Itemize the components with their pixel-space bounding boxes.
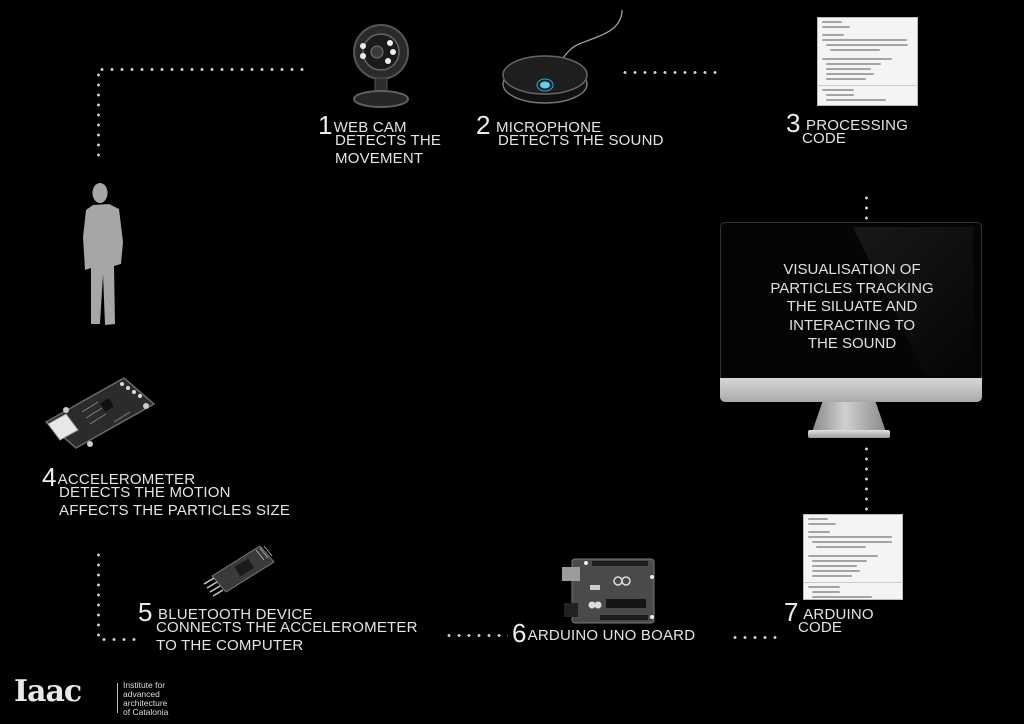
microphone-icon [502,9,623,104]
logo-divider [117,683,118,713]
step-4-line-1: DETECTS THE MOTION [59,483,231,501]
step-5-label: 5 BLUETOOTH DEVICE CONNECTS THE ACCELERO… [138,599,418,656]
arduino-code-screenshot [803,514,903,600]
logo-text-line: of Catalonia [123,707,169,717]
step-5-number: 5 [138,597,153,627]
bluetooth-module-icon [203,545,275,597]
monitor-screen: VISUALISATION OF PARTICLES TRACKING THE … [720,222,982,380]
monitor-caption-line: THE SILUATE AND [786,298,918,315]
step-7-number: 7 [784,597,799,627]
step-1-number: 1 [318,110,333,140]
accelerometer-board-icon [44,377,156,449]
connector-person-to-webcam-v [97,70,100,158]
step-3-line-1: CODE [802,129,847,147]
monitor-caption-line: VISUALISATION OF [783,261,921,278]
connector-accelerometer-to-bluetooth-h [99,638,141,641]
step-3-title: PROCESSING [806,117,909,134]
step-2-title: MICROPHONE [496,119,602,136]
step-2-label: 2 MICROPHONE DETECTS THE SOUND [476,112,664,150]
logo-text-line: Institute for [123,680,166,690]
connector-accelerometer-to-bluetooth-v [97,550,100,640]
logo-text-line: architecture [123,698,168,708]
step-7-label: 7 ARDUINO CODE [784,599,874,637]
step-1-title: WEB CAM [333,119,407,136]
step-7-line-1: CODE [798,618,843,636]
connector-person-to-webcam-h [97,68,307,71]
processing-code-screenshot [817,17,918,106]
connector-bluetooth-to-arduino [444,634,508,637]
step-1-label: 1WEB CAM DETECTS THE MOVEMENT [318,112,442,169]
monitor-display: VISUALISATION OF PARTICLES TRACKING THE … [720,222,982,402]
connector-code-to-monitor [865,193,868,223]
iaac-logo: Iaac [14,674,82,709]
step-6-label: 6ARDUINO UNO BOARD [512,620,696,646]
step-7-title: ARDUINO [803,606,874,623]
monitor-caption-line: PARTICLES TRACKING [770,279,934,297]
webcam-icon [353,24,409,108]
step-3-label: 3 PROCESSING CODE [786,110,909,148]
monitor-caption-line: INTERACTING TO [788,316,916,334]
monitor-chin [720,378,982,402]
person-silhouette-icon [83,183,123,325]
step-4-label: 4ACCELEROMETER DETECTS THE MOTION AFFECT… [42,464,291,521]
arduino-uno-board-icon [562,558,655,624]
step-1-line-2: MOVEMENT [335,150,424,167]
step-4-number: 4 [42,462,57,492]
step-2-line-1: DETECTS THE SOUND [498,131,664,149]
step-6-title: ARDUINO UNO BOARD [527,627,696,644]
connector-monitor-to-arduino-code [865,444,868,514]
logo-text-line: advanced [123,689,160,699]
monitor-stand-base [808,430,890,438]
step-3-number: 3 [786,108,801,138]
monitor-caption-line: THE SOUND [807,335,897,352]
step-5-line-2: TO THE COMPUTER [156,637,304,654]
connector-microphone-to-code [620,71,720,74]
monitor-stand [812,402,886,432]
step-4-line-2: AFFECTS THE PARTICLES SIZE [59,502,291,519]
step-6-number: 6 [512,618,527,648]
step-5-line-1: CONNECTS THE ACCELEROMETER [156,618,418,636]
step-1-line-1: DETECTS THE [335,131,442,149]
connector-arduino-code-to-arduino [730,636,778,639]
step-2-number: 2 [476,110,491,140]
monitor-caption: VISUALISATION OF PARTICLES TRACKING THE … [721,261,983,354]
step-5-title: BLUETOOTH DEVICE [158,606,313,623]
logo-institution-name: Institute for advanced architecture of C… [123,681,168,717]
step-4-title: ACCELEROMETER [57,471,196,488]
